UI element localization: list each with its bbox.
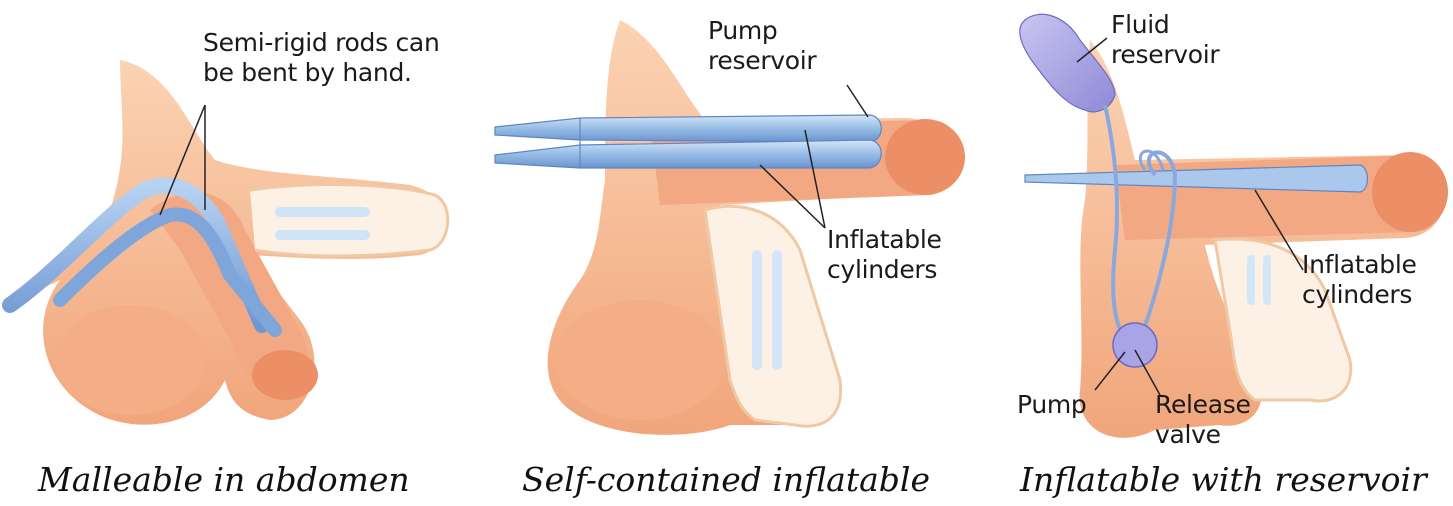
cylinders-label: Inflatable cylinders: [827, 225, 942, 285]
cylinder-bottom: [495, 140, 881, 168]
panel-malleable: Semi-rigid rods can be bent by hand. Mal…: [0, 0, 480, 506]
glans-shape: [252, 350, 318, 400]
release-valve-label: Release valve: [1155, 390, 1251, 450]
cylinders-label: Inflatable cylinders: [1302, 250, 1417, 310]
pump-reservoir-label: Pump reservoir: [708, 16, 816, 76]
glans-shape: [1372, 152, 1448, 232]
ghost-outline: [250, 185, 448, 256]
caption-with-reservoir: Inflatable with reservoir: [1020, 460, 1427, 499]
pump: [1113, 323, 1157, 367]
fluid-reservoir-label: Fluid reservoir: [1111, 10, 1219, 70]
panel-with-reservoir: Fluid reservoir Inflatable cylinders Pum…: [1005, 0, 1453, 506]
caption-malleable: Malleable in abdomen: [38, 460, 410, 499]
cylinder-top: [495, 115, 881, 142]
panel-self-contained: Pump reservoir Inflatable cylinders Self…: [490, 0, 970, 506]
caption-self-contained: Self-contained inflatable: [522, 460, 930, 499]
scrotum-shape: [555, 300, 725, 420]
pump-label: Pump: [1017, 390, 1087, 420]
glans-shape: [885, 119, 965, 195]
rods-label: Semi-rigid rods can be bent by hand.: [203, 28, 440, 88]
scrotum-shape: [55, 305, 205, 415]
